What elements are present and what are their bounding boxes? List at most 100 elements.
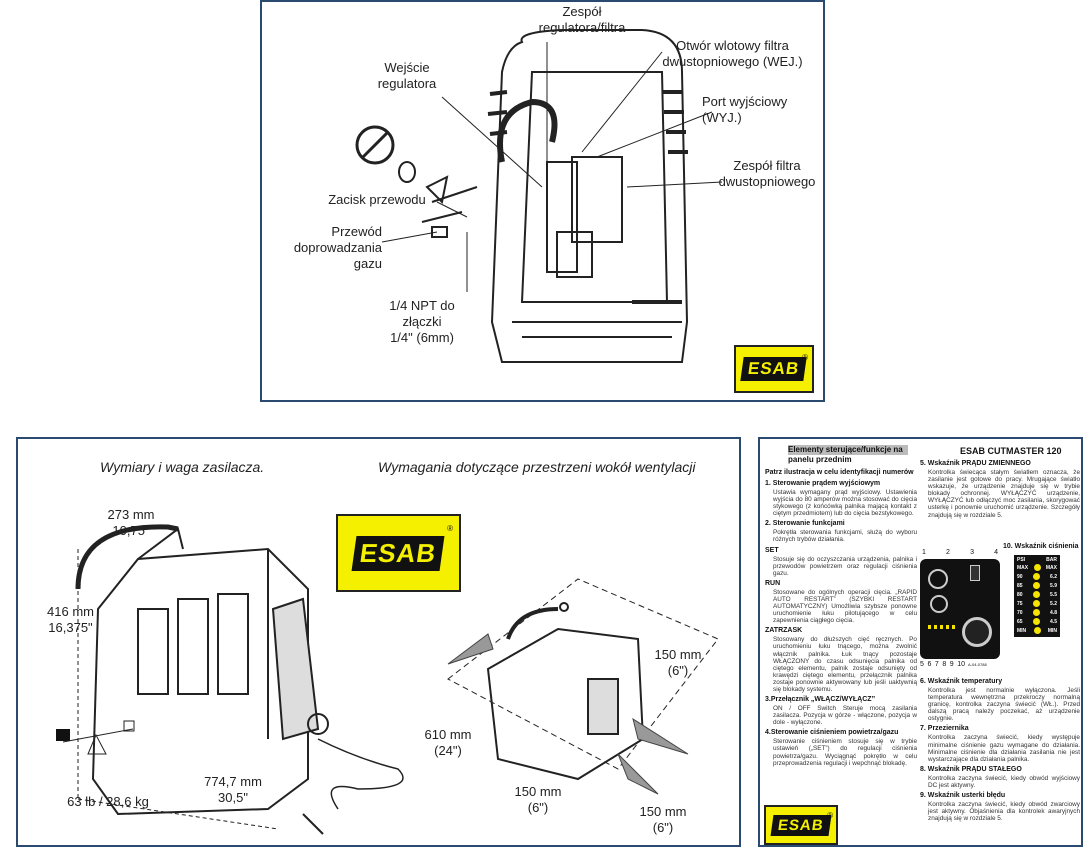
esab-logo-text: ESAB: [351, 535, 446, 571]
manual-intro: Patrz ilustracja w celu identyfikacji nu…: [765, 469, 914, 476]
clearance-150-corner: 150 mm (6"): [639, 804, 687, 835]
section-text: Kontrolka jest normalnie wyłączona. Jeśl…: [928, 687, 1080, 723]
gauge-led: [1032, 573, 1040, 580]
section-text: Kontrolka zaczyna świecić, kiedy występu…: [928, 734, 1080, 763]
panel-number: 6: [927, 661, 932, 668]
section-title: RUN: [765, 579, 781, 587]
esab-logo-text: ESAB: [770, 814, 832, 836]
dimension-height: 416 mm 16,375": [47, 604, 94, 635]
esab-logo: ESAB®: [764, 805, 838, 845]
label-npt-fitting: 1/4 NPT do złączki 1/4" (6mm): [389, 298, 455, 345]
esab-logo-text: ESAB: [740, 357, 808, 381]
panel-code: A-04-0788: [968, 662, 987, 667]
gas-connection-panel: Zespół regulatora/filtra Otwór wlotowy f…: [260, 0, 825, 402]
section-title: SET: [765, 546, 779, 554]
panel-number: 1: [922, 549, 926, 556]
ventilation-title: Wymagania dotyczące przestrzeni wokół we…: [378, 459, 696, 475]
gauge-bar: 4.5: [1050, 618, 1057, 625]
gauge-bar: 4.8: [1050, 609, 1057, 616]
gauge-bar: 5.2: [1050, 600, 1057, 607]
bar-header: BAR: [1046, 557, 1057, 563]
gauge-psi: 80: [1017, 591, 1023, 598]
dimensions-title: Wymiary i waga zasilacza.: [100, 459, 265, 475]
gauge-psi: 70: [1017, 609, 1023, 616]
esab-logo: ESAB®: [336, 514, 461, 592]
panel-numbers-top: 1 2 3 4: [922, 549, 998, 557]
dimension-width: 273 mm 10,75": [107, 507, 155, 538]
label-hose-clamp: Zacisk przewodu: [328, 192, 426, 207]
gauge-title: 10. Wskaźnik ciśnienia: [1003, 543, 1079, 550]
section-title: ZATRZASK: [765, 627, 803, 635]
manual-model: ESAB CUTMASTER 120: [960, 446, 1062, 456]
gauge-psi: 90: [1017, 573, 1023, 580]
panel-number: 9: [949, 661, 954, 668]
gauge-psi: MAX: [1017, 564, 1029, 571]
panel-number: 10: [957, 661, 965, 668]
label-filter-assembly: Zespół filtra dwustopniowego: [718, 158, 816, 189]
manual-header: Elementy sterujące/funkcje na panelu prz…: [788, 445, 908, 465]
section-title: 5. Wskaźnik PRĄDU ZMIENNEGO: [920, 460, 1031, 467]
panel-number: 8: [942, 661, 947, 668]
gauge-led: [1032, 600, 1040, 607]
esab-logo: ESAB®: [734, 345, 814, 393]
section-text: Kontrolka zaczyna świecić, kiedy obwód z…: [928, 801, 1080, 823]
gauge-bar: MAX: [1045, 564, 1057, 571]
section-title: 3.Przełącznik „WŁĄCZ/WYŁĄCZ”: [765, 696, 876, 704]
section-text: ON / OFF Switch Steruje mocą zasilania z…: [773, 705, 917, 727]
gauge-psi: MIN: [1017, 627, 1027, 634]
section-title: 8. Wskaźnik PRĄDU STAŁEGO: [920, 765, 1022, 773]
section-title: 7. Przeziernika: [920, 725, 969, 733]
dimensions-panel: Wymiary i waga zasilacza. Wymagania doty…: [16, 437, 741, 847]
gauge-bar: 5.5: [1050, 591, 1057, 598]
clearance-610: 610 mm (24"): [424, 727, 472, 758]
gauge-psi: 65: [1017, 618, 1023, 625]
section-text: Stosuje się do oczyszczania urządzenia, …: [773, 555, 917, 577]
label-outlet-port: Port wyjściowy (WYJ.): [702, 94, 788, 125]
gauge-psi: 85: [1017, 582, 1023, 589]
section-text: Pokrętła sterowania funkcjami, służą do …: [773, 529, 917, 544]
front-panel-manual-page: Elementy sterujące/funkcje na panelu prz…: [758, 437, 1083, 847]
label-regulator-filter: Zespół regulatora/filtra: [538, 4, 626, 35]
label-gas-hose: Przewód doprowadzania gazu: [293, 224, 382, 271]
gauge-led: [1033, 564, 1041, 571]
gauge-bar: 6.2: [1050, 573, 1057, 580]
section-text: Stosowany do dłuższych cięć ręcznych. Po…: [773, 636, 917, 693]
label-regulator-inlet: Wejście regulatora: [377, 60, 437, 91]
gauge-led: [1032, 582, 1040, 589]
section-text: Kontrolka świecąca stałym światłem oznac…: [928, 469, 1080, 519]
label-filter-inlet: Otwór wlotowy filtra dwustopniowego (WEJ…: [662, 38, 803, 69]
panel-number: 5: [920, 661, 924, 668]
gauge-row: MAX MAX: [1017, 563, 1057, 572]
clearance-150-right: 150 mm (6"): [654, 647, 702, 678]
gauge-led: [1032, 618, 1040, 625]
section-text: Sterowanie ciśnieniem stosuje się w tryb…: [773, 738, 917, 767]
panel-number: 2: [946, 549, 950, 556]
section-title: 1. Sterowanie prądem wyjściowym: [765, 480, 881, 487]
section-text: Stosowane do ogólnych operacji cięcia. „…: [773, 588, 917, 625]
section-title: 4.Sterowanie ciśnieniem powietrza/gazu: [765, 729, 899, 737]
gauge-led: [1033, 627, 1041, 634]
section-text: Ustawia wymagany prąd wyjściowy. Ustawie…: [773, 489, 917, 518]
section-title: 9. Wskaźnik usterki błędu: [920, 792, 1006, 800]
power-supply-drawings: [56, 524, 719, 835]
panel-number: 4: [994, 549, 998, 556]
gauge-led: [1032, 609, 1040, 616]
section-title: 6. Wskaźnik temperatury: [920, 678, 1003, 685]
weight-label: 63 lb / 28,6 kg: [67, 794, 149, 809]
section-text: Kontrolka zaczyna świecić, kiedy obwód w…: [928, 774, 1080, 789]
clearance-150-bottom: 150 mm (6"): [514, 784, 562, 815]
panel-number: 3: [970, 549, 974, 556]
gauge-bar: 5.9: [1050, 582, 1057, 589]
psi-header: PSI: [1017, 557, 1026, 563]
dimension-length: 774,7 mm 30,5": [204, 774, 262, 805]
gauge-led: [1032, 591, 1040, 598]
